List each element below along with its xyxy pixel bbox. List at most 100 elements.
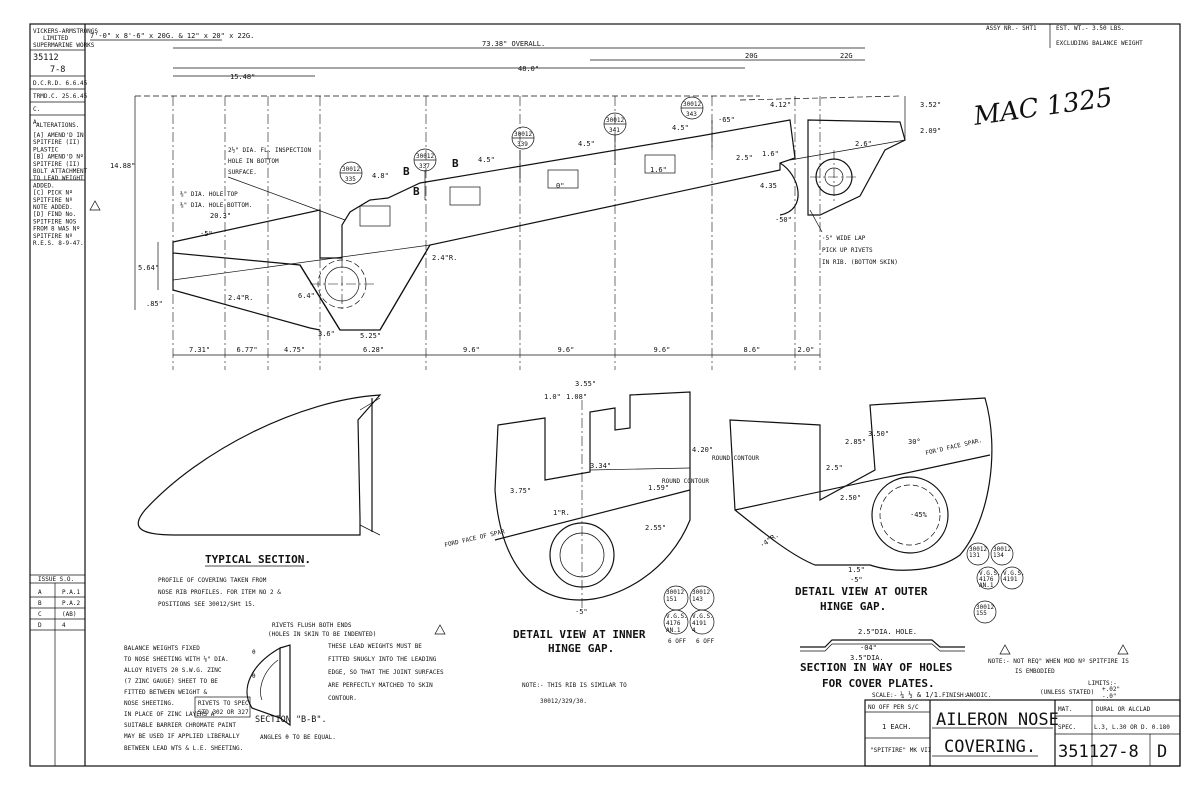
inner-hinge-detail: 3.55" 1.0" 1.08" 4.20" 3.34" 3.75" 1.59"… bbox=[444, 380, 759, 705]
alteration-line: [D] FIND No. bbox=[33, 211, 76, 218]
no-off-label: NO OFF PER S/C bbox=[868, 704, 919, 711]
balance-note-line: BETWEEN LEAD WTS & L.E. SHEETING. bbox=[124, 745, 243, 752]
outer-ref-text: 134 bbox=[993, 552, 1004, 559]
quantity: 1 EACH. bbox=[882, 723, 912, 731]
svg-text:θ: θ bbox=[252, 649, 256, 656]
issue-ref: 4 bbox=[62, 622, 66, 629]
company-line-1: VICKERS-ARMSTRONGS bbox=[33, 28, 98, 35]
outer-ref-text: V.G.S. bbox=[1003, 570, 1025, 577]
outer-ref-text: 131 bbox=[969, 552, 980, 559]
outer-ref-bubble bbox=[973, 600, 997, 624]
alterations-title: ALTERATIONS. bbox=[36, 122, 79, 129]
svg-text:2.6": 2.6" bbox=[855, 140, 872, 148]
outer-ref-text: AN.1 bbox=[979, 582, 994, 589]
hole-note-1: ⅜" DIA. HOLE TOP bbox=[180, 191, 238, 198]
cover-plate-section: 2.5"DIA. HOLE. ·04" 3.5"DIA. SECTION IN … bbox=[800, 628, 965, 690]
inner-ref-text: V.G.S. bbox=[692, 613, 714, 620]
bottom-dim: 4.75" bbox=[284, 346, 305, 354]
balance-region bbox=[807, 119, 906, 216]
svg-text:+.02": +.02" bbox=[1102, 686, 1120, 693]
part-ref-top: 30012 bbox=[683, 101, 701, 108]
stock-size-note: 7'-0" x 8'-6" x 20G. & 12" x 20" x 22G. bbox=[90, 32, 254, 40]
outer-hinge-title-2: HINGE GAP. bbox=[820, 600, 886, 613]
scale-label: SCALE:- bbox=[872, 692, 897, 699]
typical-section-title: TYPICAL SECTION. bbox=[205, 553, 311, 566]
outer-ref-bubble bbox=[1000, 566, 1024, 590]
inspection-note-2: HOLE IN BOTTOM bbox=[228, 158, 279, 165]
issue-ref: (AB) bbox=[62, 611, 76, 618]
svg-text:RIVETS FLUSH BOTH ENDS: RIVETS FLUSH BOTH ENDS bbox=[272, 622, 352, 629]
issue-mark: A bbox=[38, 589, 42, 596]
svg-text:NOSE RIB PROFILES. FOR ITEM NO: NOSE RIB PROFILES. FOR ITEM NO 2 & bbox=[158, 589, 281, 596]
dim-22g: 22G bbox=[840, 52, 853, 60]
left-panel: VICKERS-ARMSTRONGS LIMITED SUPERMARINE W… bbox=[30, 28, 98, 766]
inner-ref-text: 4191 bbox=[692, 620, 707, 627]
outer-ref-text: 4191 bbox=[1003, 576, 1018, 583]
height-2-09: 2.09" bbox=[920, 127, 941, 135]
part-ref-bottom: 337 bbox=[419, 163, 430, 170]
cover-plate-title-1: SECTION IN WAY OF HOLES bbox=[800, 661, 952, 674]
height-14-88: 14.88" bbox=[110, 162, 135, 170]
outer-ref-bubble bbox=[966, 542, 990, 566]
svg-text:·45%: ·45% bbox=[910, 511, 928, 519]
svg-text:1.08": 1.08" bbox=[566, 393, 587, 401]
balance-note-line: NOSE SHEETING. bbox=[124, 700, 175, 707]
svg-text:2.55": 2.55" bbox=[645, 524, 666, 532]
bottom-dim: 6.77" bbox=[237, 346, 258, 354]
svg-text:30012/329/30.: 30012/329/30. bbox=[540, 698, 587, 705]
inner-hinge-title-1: DETAIL VIEW AT INNER bbox=[513, 628, 646, 641]
alteration-line: R.E.S. 8-9-47. bbox=[33, 240, 84, 247]
balance-note-line: BALANCE WEIGHTS FIXED bbox=[124, 645, 200, 652]
cover-plate-title-2: FOR COVER PLATES. bbox=[822, 677, 935, 690]
alteration-line: SPITFIRE Nº bbox=[33, 197, 73, 204]
svg-text:-.0": -.0" bbox=[1102, 693, 1116, 700]
svg-text:4.5": 4.5" bbox=[578, 140, 595, 148]
sheet-border bbox=[29, 23, 1181, 767]
handwritten-reference: MAC 1325 bbox=[971, 83, 1115, 132]
inspection-note-3: SURFACE. bbox=[228, 169, 257, 176]
mod-note-2: IS EMBODIED bbox=[1015, 668, 1055, 675]
outer-hinge-refs: 3001213130012134V.G.S.4176AN.1V.G.S.4191… bbox=[966, 542, 1025, 624]
aircraft-type: "SPITFIRE" MK VII bbox=[870, 747, 932, 754]
lead-note-line: THESE LEAD WEIGHTS MUST BE bbox=[328, 643, 422, 650]
svg-text:·65": ·65" bbox=[718, 116, 735, 124]
inner-ref-text: 30012 bbox=[666, 589, 684, 596]
svg-text:θ: θ bbox=[252, 673, 256, 680]
limits-title: LIMITS:- bbox=[1088, 680, 1117, 687]
svg-text:30°: 30° bbox=[908, 438, 921, 446]
alteration-line: NOTE ADDED. bbox=[33, 204, 73, 211]
balance-note-line: MAY BE USED IF APPLIED LIBERALLY bbox=[124, 733, 240, 740]
svg-text:20.3": 20.3" bbox=[210, 212, 231, 220]
drawn-date: D.C.R.D. 6.6.45 bbox=[33, 80, 88, 87]
svg-text:·5": ·5" bbox=[575, 608, 588, 616]
alteration-line: FROM 8 WAS Nº bbox=[33, 226, 80, 233]
svg-text:1.6": 1.6" bbox=[650, 166, 667, 174]
limits-qualifier: (UNLESS STATED) bbox=[1040, 689, 1094, 696]
svg-text:·04": ·04" bbox=[860, 644, 877, 652]
svg-text:4.5": 4.5" bbox=[478, 156, 495, 164]
bottom-dim: 7.31" bbox=[189, 346, 210, 354]
outer-ref-text: 30012 bbox=[969, 546, 987, 553]
inner-hinge-title-2: HINGE GAP. bbox=[548, 642, 614, 655]
alteration-line: [B] AMEND'D Nº bbox=[33, 154, 84, 161]
bottom-dim: 8.6" bbox=[744, 346, 761, 354]
outer-hinge-detail: 2.85" 3.50" 30° 2.50" ·45% 1.5" ·5" ·4"R… bbox=[729, 397, 993, 613]
svg-text:ROUND CONTOUR: ROUND CONTOUR bbox=[662, 478, 709, 485]
issue-ref: P.A.2 bbox=[62, 600, 80, 607]
typical-section-profile bbox=[137, 394, 382, 536]
svg-text:1.5": 1.5" bbox=[848, 566, 865, 574]
svg-text:A.: A. bbox=[33, 119, 40, 126]
svg-text:4.20": 4.20" bbox=[692, 446, 713, 454]
inner-ref-text: 151 bbox=[666, 596, 677, 603]
main-view: 73.38" OVERALL. 48.0" 15.48" 20G 22G bbox=[110, 40, 941, 370]
inspection-note-1: 2½" DIA. FL. INSPECTION bbox=[228, 147, 311, 154]
issue-ref: P.A.1 bbox=[62, 589, 80, 596]
est-weight: EST. WT.- 3.50 LBS. bbox=[1056, 25, 1125, 32]
lead-note-line: EDGE, SO THAT THE JOINT SURFACES bbox=[328, 669, 444, 676]
svg-text:2.5": 2.5" bbox=[736, 154, 753, 162]
